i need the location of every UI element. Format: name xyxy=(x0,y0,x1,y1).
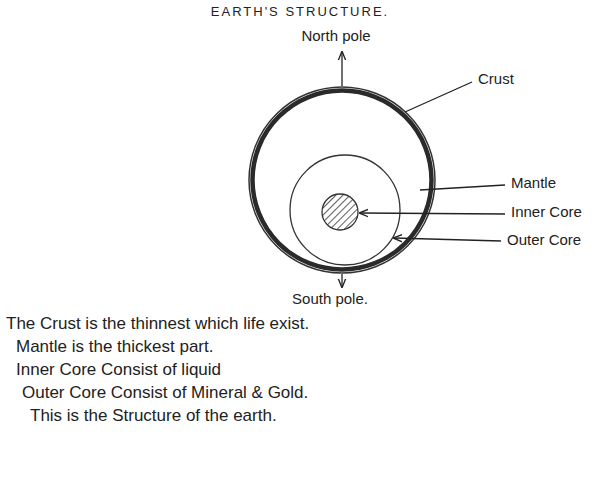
crust-band xyxy=(253,91,432,270)
mantle-leader xyxy=(420,185,505,190)
inner-core-leader xyxy=(360,213,505,214)
crust-outer-edge xyxy=(249,87,435,273)
note-line: Outer Core Consist of Mineral & Gold. xyxy=(22,383,308,403)
north-pole-arrow xyxy=(341,52,342,86)
diagram-title: EARTH'S STRUCTURE. xyxy=(211,4,389,20)
note-line: Inner Core Consist of liquid xyxy=(16,360,221,380)
note-line: This is the Structure of the earth. xyxy=(30,406,277,426)
inner-core-circle xyxy=(322,194,358,230)
part-label: Mantle xyxy=(511,174,556,192)
part-label: Inner Core xyxy=(511,203,582,221)
part-label: Crust xyxy=(478,70,514,88)
note-line: Mantle is the thickest part. xyxy=(16,337,213,357)
outer-core-leader xyxy=(394,238,501,241)
crust-leader xyxy=(405,82,472,112)
pole-label: North pole xyxy=(301,27,370,45)
note-line: The Crust is the thinnest which life exi… xyxy=(6,314,309,334)
outer-core-circle xyxy=(290,155,400,265)
pole-label: South pole. xyxy=(292,290,368,308)
south-pole-arrow xyxy=(341,274,342,287)
part-label: Outer Core xyxy=(507,231,581,249)
